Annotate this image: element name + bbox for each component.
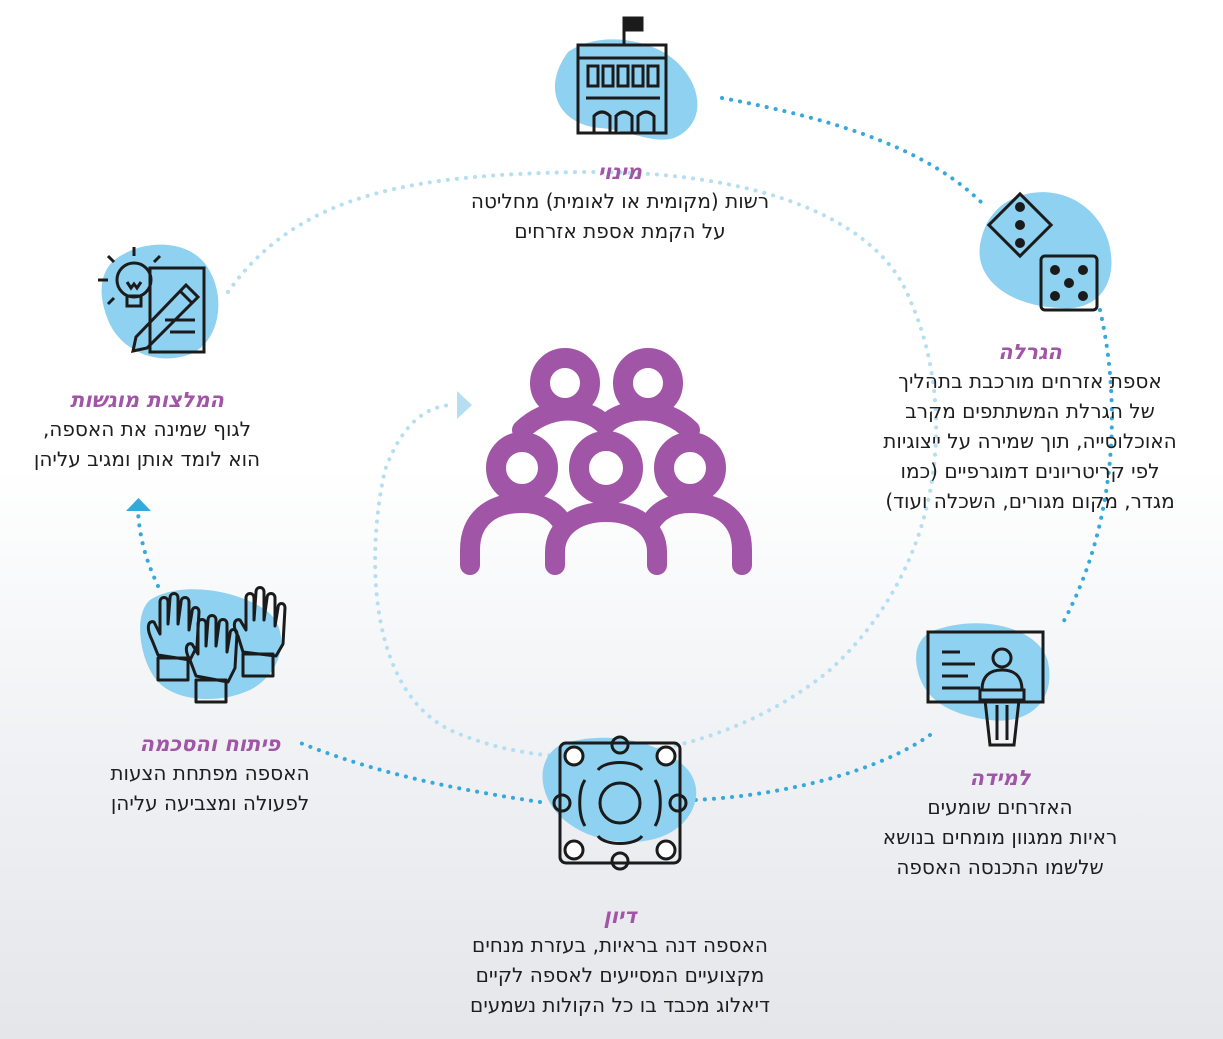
step-text-line: רשות (מקומית או לאומית) מחליטה <box>470 189 770 213</box>
dice-icon <box>986 191 1099 312</box>
connector-learning-discussion <box>693 733 932 802</box>
inner-arrowhead <box>457 391 472 419</box>
step-title: דיון <box>603 904 637 928</box>
connector-lottery-learning <box>1058 308 1114 630</box>
step-text-line: האספה דנה בראיות, בעזרת מנחים <box>472 933 768 957</box>
step-text-line: לגוף שמינה את האספה, <box>42 417 252 441</box>
connector-development-recommendations <box>136 510 160 588</box>
step-recommendations: המלצות מוגשות לגוף שמינה את האספה, הוא ל… <box>2 386 292 474</box>
step-text-line: האזרחים שומעים <box>927 795 1073 819</box>
inner-cycle <box>226 169 939 759</box>
arrowhead-up <box>126 498 151 511</box>
step-development: פיתוח והסכמה האספה מפתחת הצעות לפעולה ומ… <box>60 730 360 818</box>
step-title: הגרלה <box>998 340 1062 364</box>
city-hall-icon <box>576 16 668 135</box>
idea-document-icon <box>98 247 206 354</box>
step-text-line: של הגרלת המשתתפים מקרב <box>905 399 1155 423</box>
step-title: המלצות מוגשות <box>70 388 224 412</box>
step-title: מינוי <box>597 160 643 184</box>
connector-discussion-development <box>296 740 542 804</box>
step-discussion: דיון האספה דנה בראיות, בעזרת מנחים מקצוע… <box>415 902 825 1020</box>
step-text-line: אספת אזרחים מורכבת בתהליך <box>898 369 1162 393</box>
outer-cycle-connectors <box>136 96 1114 804</box>
step-text-line: לפעולה ומצביעה עליהן <box>110 791 310 815</box>
step-text-line: לפי קריטריונים דמוגרפיים (כמו <box>900 459 1160 483</box>
step-text-line: מקצועיים המסייעים לאספה לקיים <box>475 963 765 987</box>
step-lottery: הגרלה אספת אזרחים מורכבת בתהליך של הגרלת… <box>845 338 1215 516</box>
step-text-line: ראיות ממגוון מומחים בנושא <box>882 825 1118 849</box>
step-text-line: על הקמת אספת אזרחים <box>514 219 726 243</box>
step-text-line: דיאלוג מכבד בו כל הקולות נשמעים <box>470 993 770 1017</box>
step-appointment: מינוי רשות (מקומית או לאומית) מחליטה על … <box>420 158 820 246</box>
step-learning: למידה האזרחים שומעים ראיות ממגוון מומחים… <box>820 764 1180 882</box>
step-text-line: שלשמו התכנסה האספה <box>896 855 1104 879</box>
people-group-icon <box>460 348 752 575</box>
step-text-line: מגדר, מקום מגורים, השכלה ועוד) <box>885 489 1175 513</box>
step-title: פיתוח והסכמה <box>139 732 281 756</box>
lecture-icon <box>926 630 1045 747</box>
connector-appointment-lottery <box>720 96 987 208</box>
step-title: למידה <box>969 766 1031 790</box>
round-table-icon <box>552 735 688 871</box>
step-text-line: האוכלוסייה, תוך שמירה על ייצוגיות <box>883 429 1177 453</box>
step-text-line: הוא לומד אותן ומגיב עליהן <box>33 447 261 471</box>
step-text-line: האספה מפתחת הצעות <box>110 761 310 785</box>
raised-hands-icon <box>146 586 287 704</box>
